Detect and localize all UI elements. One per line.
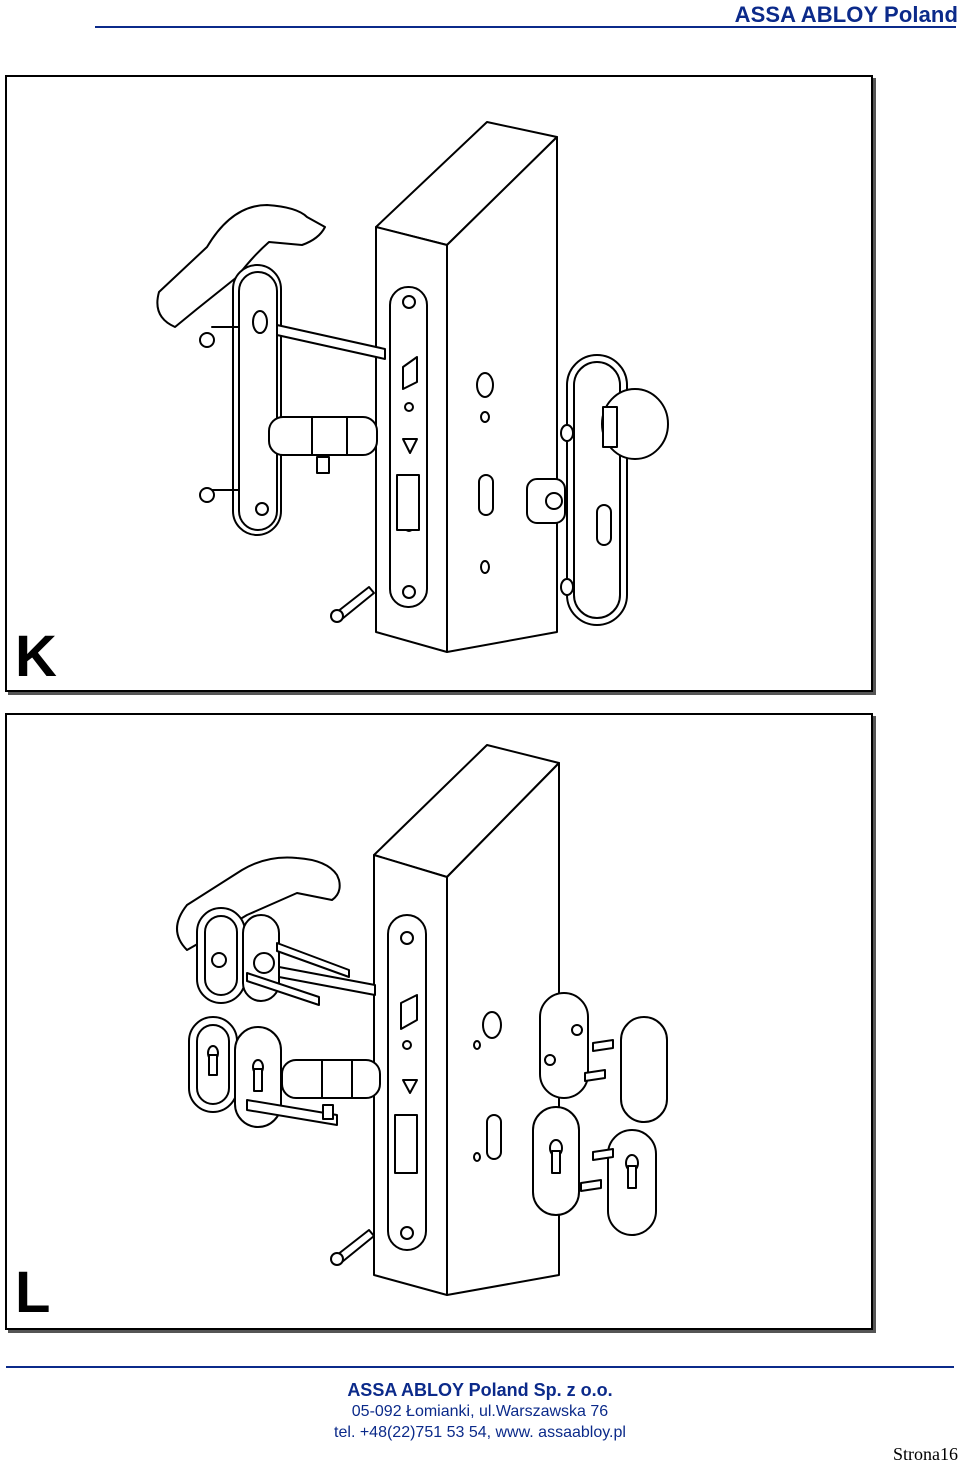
- knob-escutcheon-k: [526, 354, 669, 626]
- footer-company: ASSA ABLOY Poland Sp. z o.o.: [347, 1380, 613, 1400]
- figure-l-drawing: [176, 744, 668, 1296]
- figure-label-k: K: [15, 624, 57, 689]
- lever-handle-k: [156, 204, 386, 536]
- door-block-l: [373, 744, 560, 1296]
- fixing-screw-k: [330, 586, 375, 623]
- lever-rosette-l: [176, 856, 381, 1128]
- figure-label-l: L: [15, 1260, 51, 1325]
- figure-k-panel: K: [5, 75, 873, 692]
- door-block-k: [375, 121, 558, 653]
- figure-k-drawing: [156, 121, 669, 653]
- figure-l-panel: L: [5, 713, 873, 1330]
- header-rule: [95, 26, 956, 28]
- page-number: Strona16: [893, 1444, 958, 1464]
- fixing-screw-l: [330, 1229, 375, 1266]
- header-brand: ASSA ABLOY Poland: [734, 2, 958, 27]
- footer-address: 05-092 Łomianki, ul.Warszawska 76: [351, 1403, 609, 1420]
- footer-contact: tel. +48(22)751 53 54, www. assaabloy.pl: [334, 1424, 626, 1441]
- right-rosettes-l: [532, 992, 668, 1236]
- footer-rule: [6, 1366, 954, 1368]
